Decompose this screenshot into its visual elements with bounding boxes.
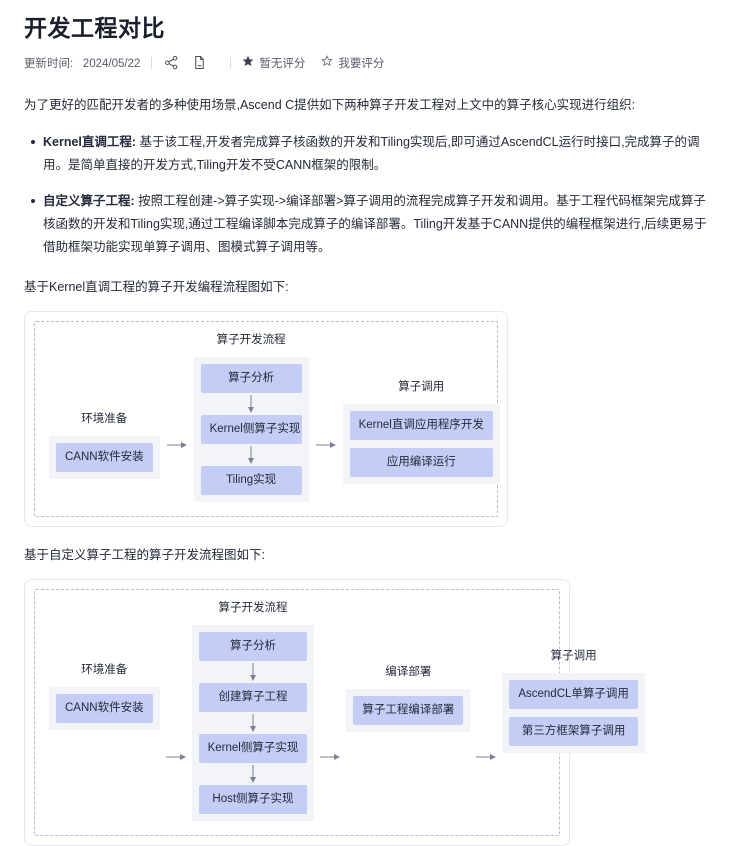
- kernel-flow-diagram: 环境准备 CANN软件安装 算子开发流程 算子分析 Kernel侧算子实现 Ti…: [24, 311, 508, 528]
- flow-node[interactable]: CANN软件安装: [56, 443, 153, 473]
- kernel-env-group: 环境准备 CANN软件安装: [49, 355, 160, 480]
- kernel-call-panel: Kernel直调应用程序开发 应用编译运行: [342, 403, 500, 484]
- update-time: 更新时间: 2024/05/22: [24, 55, 140, 71]
- flow-node[interactable]: Host侧算子实现: [198, 784, 308, 814]
- custom-flow-diagram-frame: 环境准备 CANN软件安装 算子开发流程 算子分析 创建算子工程 Kernel侧…: [34, 589, 645, 836]
- flow-node[interactable]: Kernel侧算子实现: [200, 415, 302, 445]
- kernel-flow-stage: 环境准备 CANN软件安装 算子开发流程 算子分析 Kernel侧算子实现 Ti…: [49, 332, 500, 503]
- flow-node[interactable]: 创建算子工程: [198, 683, 308, 713]
- list-item-text: 按照工程创建->算子实现->编译部署>算子调用的流程完成算子开发和调用。基于工程…: [43, 194, 707, 255]
- flow-node[interactable]: 算子工程编译部署: [353, 696, 464, 726]
- meta-divider-2: [230, 56, 232, 69]
- page-title: 开发工程对比: [24, 15, 165, 41]
- update-time-label: 更新时间:: [24, 57, 74, 70]
- custom-env-panel: CANN软件安装: [49, 687, 160, 731]
- rating-display: 暂无评分: [242, 55, 305, 71]
- custom-call-group: 算子调用 AscendCL单算子调用 第三方框架算子调用: [502, 600, 645, 754]
- star-filled-icon: [242, 55, 254, 70]
- arrow-down-icon: [199, 712, 308, 734]
- flow-node[interactable]: CANN软件安装: [56, 694, 153, 724]
- custom-build-panel: 算子工程编译部署: [346, 689, 471, 733]
- custom-operator-flow-diagram: 环境准备 CANN软件安装 算子开发流程 算子分析 创建算子工程 Kernel侧…: [24, 579, 645, 846]
- caption-custom-diagram: 基于自定义算子工程的算子开发流程图如下:: [24, 548, 265, 563]
- custom-dev-group: 算子开发流程 算子分析 创建算子工程 Kernel侧算子实现 Host侧算子实现: [191, 600, 315, 821]
- arrow-right-icon: [317, 750, 343, 764]
- flow-node[interactable]: 应用编译运行: [349, 447, 493, 477]
- flow-node[interactable]: Kernel侧算子实现: [198, 734, 308, 763]
- arrow-right-icon: [313, 438, 339, 452]
- flow-node[interactable]: 第三方框架算子调用: [509, 717, 638, 747]
- custom-call-title: 算子调用: [550, 650, 597, 663]
- share-icon[interactable]: [163, 55, 179, 71]
- meta-divider-1: [151, 56, 153, 69]
- rate-text: 我要评分: [338, 57, 385, 70]
- list-item: 自定义算子工程: 按照工程创建->算子实现->编译部署>算子调用的流程完成算子开…: [31, 190, 718, 259]
- flow-node[interactable]: Tiling实现: [200, 466, 302, 496]
- custom-flow-stage: 环境准备 CANN软件安装 算子开发流程 算子分析 创建算子工程 Kernel侧…: [49, 600, 645, 821]
- rate-action[interactable]: 我要评分: [321, 55, 384, 71]
- kernel-call-group: 算子调用 Kernel直调应用程序开发 应用编译运行: [342, 351, 500, 484]
- engineering-type-list: Kernel直调工程: 基于该工程,开发者完成算子核函数的开发和Tiling实现…: [24, 131, 718, 260]
- kernel-dev-panel: 算子分析 Kernel侧算子实现 Tiling实现: [193, 357, 309, 503]
- arrow-down-icon: [201, 444, 302, 466]
- star-outline-icon: [321, 55, 334, 70]
- flow-node[interactable]: 算子分析: [198, 632, 308, 662]
- arrow-down-icon: [201, 393, 302, 415]
- kernel-flow-diagram-frame: 环境准备 CANN软件安装 算子开发流程 算子分析 Kernel侧算子实现 Ti…: [34, 321, 500, 518]
- custom-env-title: 环境准备: [81, 664, 128, 677]
- custom-call-panel: AscendCL单算子调用 第三方框架算子调用: [502, 673, 645, 754]
- intro-paragraph: 为了更好的匹配开发者的多种使用场景,Ascend C提供如下两种算子开发工程对上…: [24, 97, 636, 112]
- custom-dev-panel: 算子分析 创建算子工程 Kernel侧算子实现 Host侧算子实现: [191, 625, 315, 821]
- list-item-term: Kernel直调工程:: [43, 134, 137, 149]
- kernel-dev-group: 算子开发流程 算子分析 Kernel侧算子实现 Tiling实现: [193, 332, 309, 503]
- custom-build-group: 编译部署 算子工程编译部署: [346, 600, 471, 733]
- kernel-env-title: 环境准备: [81, 413, 128, 426]
- rating-text: 暂无评分: [259, 57, 306, 70]
- list-item-text: 基于该工程,开发者完成算子核函数的开发和Tiling实现后,即可通过Ascend…: [43, 134, 700, 172]
- arrow-right-icon: [164, 438, 190, 452]
- kernel-dev-title: 算子开发流程: [216, 334, 286, 347]
- list-item-term: 自定义算子工程:: [43, 194, 135, 209]
- arrow-down-icon: [199, 661, 308, 683]
- kernel-call-title: 算子调用: [398, 380, 445, 393]
- update-time-value: 2024/05/22: [82, 57, 141, 70]
- flow-node[interactable]: AscendCL单算子调用: [509, 680, 638, 710]
- list-item: Kernel直调工程: 基于该工程,开发者完成算子核函数的开发和Tiling实现…: [31, 131, 718, 177]
- arrow-down-icon: [199, 763, 308, 785]
- arrow-right-icon: [473, 750, 499, 764]
- document-page: 开发工程对比 更新时间: 2024/05/22: [0, 14, 742, 846]
- document-copy-icon[interactable]: [191, 55, 207, 71]
- custom-dev-title: 算子开发流程: [218, 602, 288, 615]
- caption-kernel-diagram: 基于Kernel直调工程的算子开发编程流程图如下:: [24, 280, 289, 295]
- flow-node[interactable]: 算子分析: [200, 364, 302, 394]
- arrow-right-icon: [163, 750, 189, 764]
- custom-build-title: 编译部署: [385, 666, 432, 679]
- flow-node[interactable]: Kernel直调应用程序开发: [349, 410, 493, 440]
- custom-env-group: 环境准备 CANN软件安装: [49, 600, 160, 731]
- document-meta-bar: 更新时间: 2024/05/22: [24, 53, 718, 73]
- kernel-env-panel: CANN软件安装: [49, 436, 160, 480]
